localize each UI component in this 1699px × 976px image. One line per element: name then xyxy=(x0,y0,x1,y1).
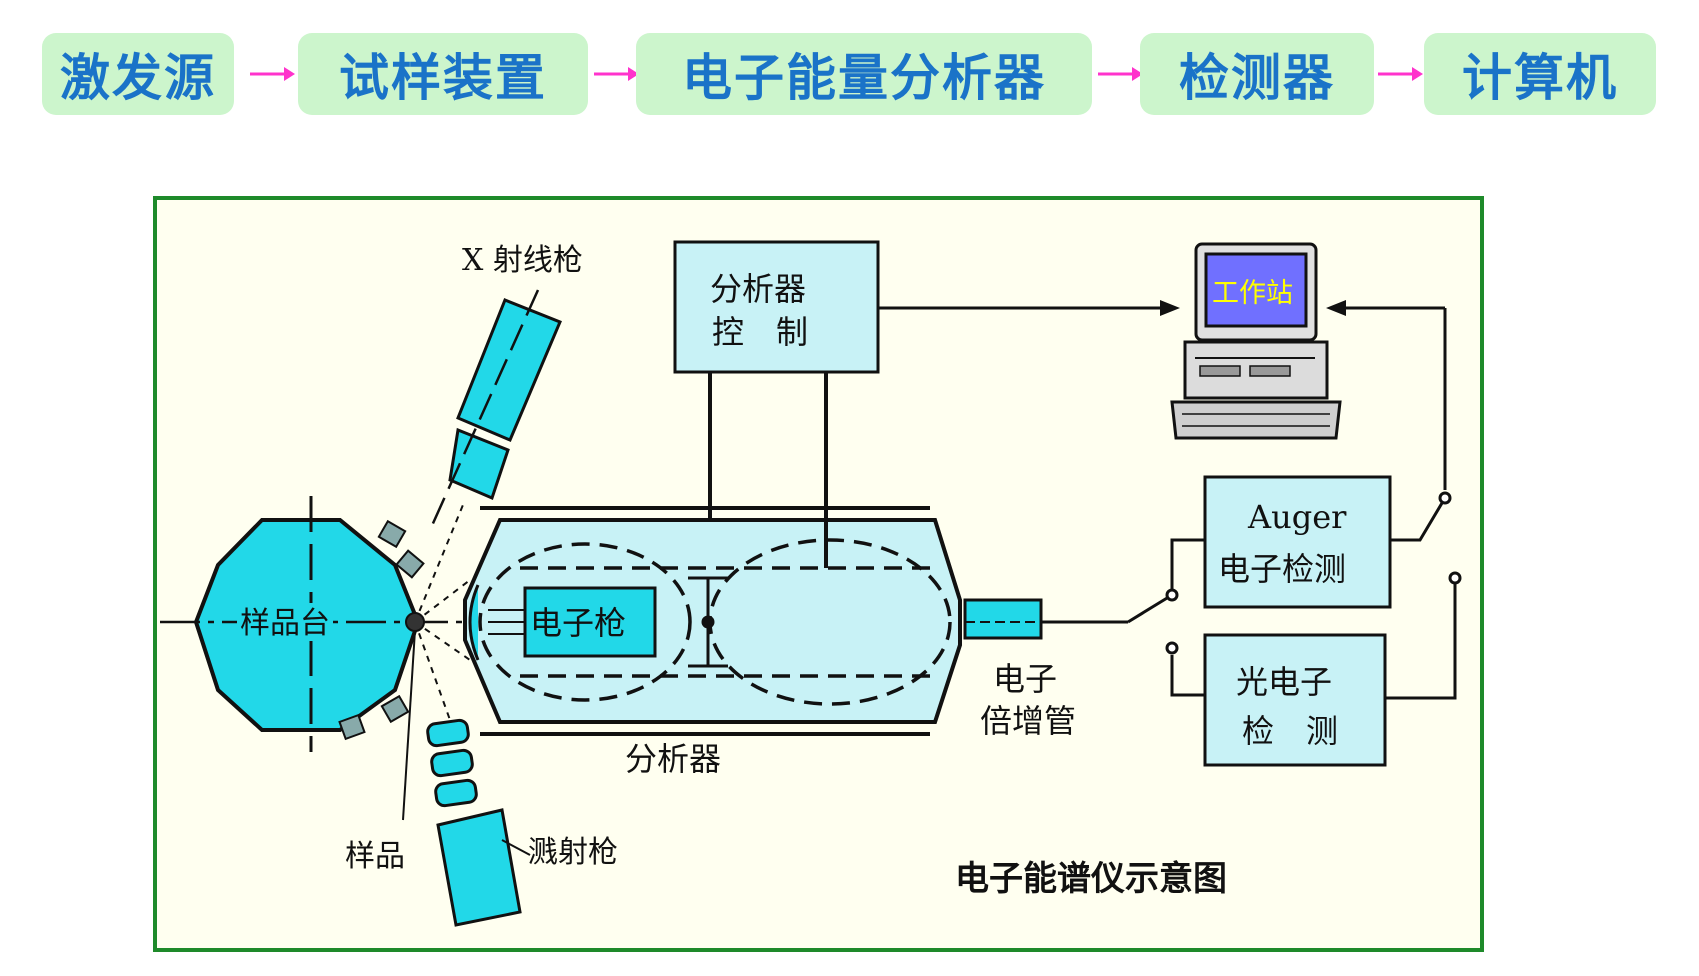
flow-step-label: 激发源 xyxy=(60,49,216,107)
analyzer-trajectories xyxy=(478,538,952,706)
multiplier-label-2: 倍增管 xyxy=(980,702,1076,740)
auger-detector-box xyxy=(1203,475,1392,609)
arrow-to-workstation-icon xyxy=(1160,300,1180,316)
auger-label-1: Auger xyxy=(1247,498,1347,536)
multiplier-label-1: 电子 xyxy=(993,660,1057,698)
flow-arrow-icon xyxy=(594,67,639,81)
electron-gun xyxy=(523,586,657,658)
flow-step-excitation-source: 激发源 xyxy=(42,33,234,115)
beam-lines xyxy=(414,499,471,721)
sample-clips xyxy=(338,519,425,741)
flow-step-energy-analyzer: 电子能量分析器 xyxy=(636,33,1092,115)
flow-step-label: 计算机 xyxy=(1462,49,1618,107)
flow-step-sample-device: 试样装置 xyxy=(298,33,588,115)
analyzer-center-marker xyxy=(688,576,728,668)
sputter-gun xyxy=(426,718,531,927)
sample-point xyxy=(405,612,425,632)
flow-arrow-icon xyxy=(250,67,295,81)
flow-step-detector: 检测器 xyxy=(1140,33,1374,115)
sputter-gun-label: 溅射枪 xyxy=(528,835,618,870)
flow-step-label: 电子能量分析器 xyxy=(682,49,1046,107)
flow-step-label: 试样装置 xyxy=(339,49,547,107)
analyzer-control-label-1: 分析器 xyxy=(710,270,806,308)
arrow-from-switch-icon xyxy=(1326,300,1346,316)
flow-arrow-icon xyxy=(1098,67,1143,81)
sample-label: 样品 xyxy=(345,839,405,874)
xray-gun-label: X 射线枪 xyxy=(462,243,583,278)
analyzer-label: 分析器 xyxy=(625,740,721,778)
xray-gun xyxy=(428,289,562,531)
analyzer-control-label-2: 控 制 xyxy=(712,313,808,351)
switch-wiring xyxy=(1041,491,1462,700)
electron-gun-label: 电子枪 xyxy=(530,604,626,642)
flow-step-label: 检测器 xyxy=(1179,49,1335,107)
photoelectron-label-1: 光电子 xyxy=(1236,663,1332,701)
workstation-computer xyxy=(1170,242,1342,440)
auger-label-2: 电子检测 xyxy=(1218,550,1346,588)
photoelectron-detector-box xyxy=(1203,633,1387,767)
photoelectron-label-2: 检 测 xyxy=(1242,712,1338,750)
flow-arrow-icon xyxy=(1378,67,1423,81)
sample-pointer xyxy=(402,629,416,821)
sample-stage-label: 样品台 xyxy=(240,606,330,641)
workstation-screen-label: 工作站 xyxy=(1212,278,1293,309)
entrance-lens xyxy=(468,584,480,661)
diagram-caption: 电子能谱仪示意图 xyxy=(955,859,1227,899)
electron-multiplier xyxy=(963,598,1043,640)
flow-step-computer: 计算机 xyxy=(1424,33,1656,115)
